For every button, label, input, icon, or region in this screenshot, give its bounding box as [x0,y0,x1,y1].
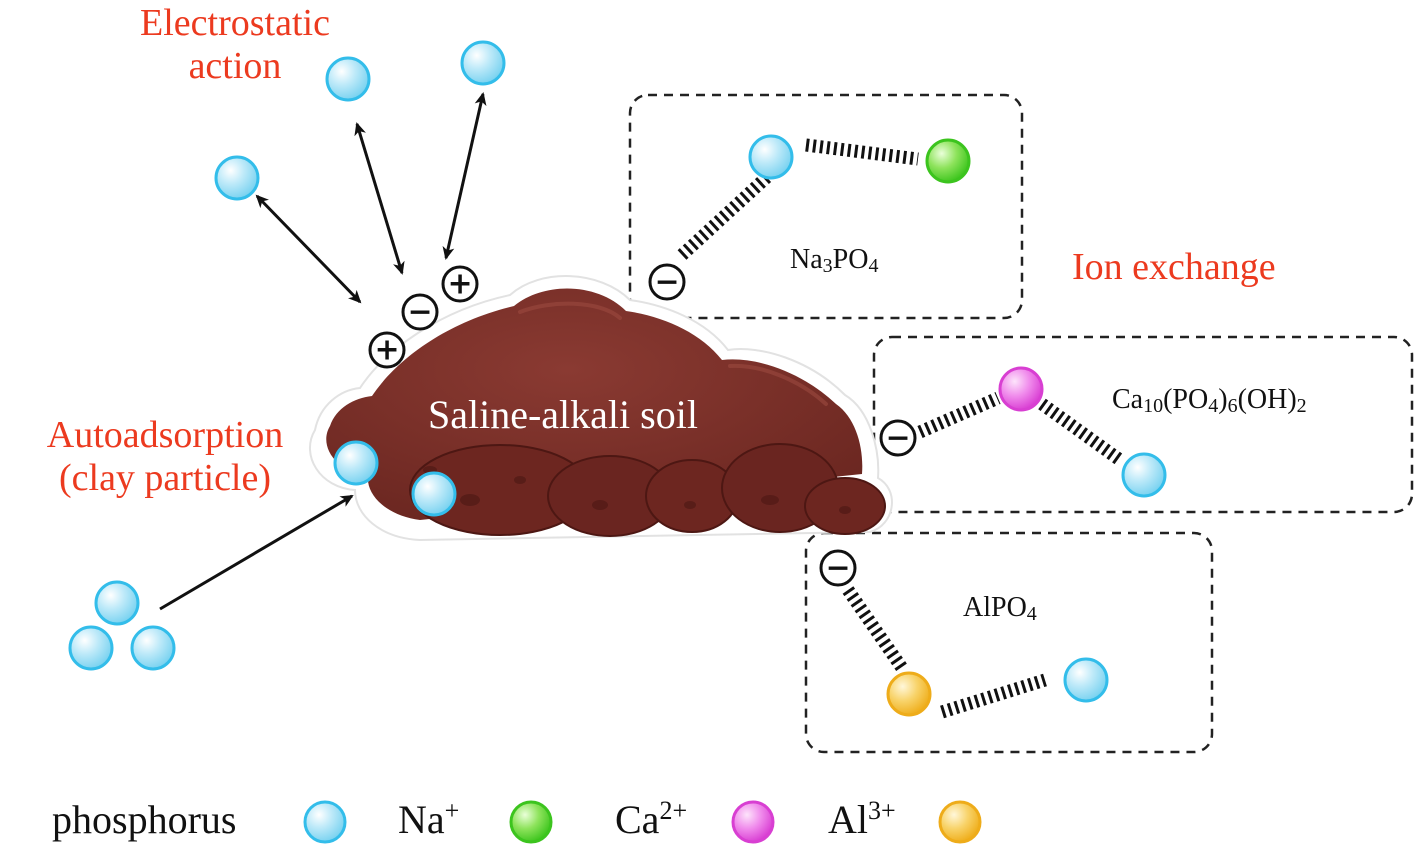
legend-al-swatch [938,800,982,844]
alpo4-part-0: AlPO [963,592,1027,623]
hydroxyapatite-part-4: ) [1218,384,1228,415]
bond-hydroxyapatite-b [1038,398,1124,466]
legend-al-text: Al [828,797,868,842]
phosphorus-ion-adsorbed-2 [411,471,457,517]
charge-minus-na3po4: − [648,263,686,301]
bond-alpo4-a [842,586,908,672]
legend-al-label: Al3+ [828,796,896,843]
ca-ion-hydroxyapatite [998,366,1044,412]
phosphorus-ion-free-1 [94,580,140,626]
arrow-electrostatic-1 [255,194,362,304]
phosphorus-ion-electrostatic-1 [214,155,260,201]
charge-plus-top: + [441,265,479,303]
phosphorus-ion-adsorbed-1 [333,440,379,486]
arrow-autoadsorption [159,494,354,611]
charge-minus-hydroxyapatite: − [879,419,917,457]
hydroxyapatite-part-3: 4 [1208,395,1219,417]
hydroxyapatite-part-1: 10 [1143,395,1164,417]
bond-na3po4-a [677,171,773,260]
legend-na-text: Na [398,797,445,842]
charge-minus-top: − [401,293,439,331]
soil-label: Saline-alkali soil [428,392,698,437]
charge-minus-na3po4-glyph: − [654,265,679,300]
na3po4-part-2: PO [832,244,869,275]
hydroxyapatite-part-5: 6 [1227,395,1238,417]
phosphorus-ion-hydroxyapatite [1121,452,1167,498]
na3po4-part-3: 4 [868,255,879,277]
hydroxyapatite-part-7: 2 [1296,395,1307,417]
legend-phosphorus-text: phosphorus [52,797,237,842]
charge-plus-top-glyph: + [447,267,472,302]
charge-minus-alpo4-glyph: − [825,551,850,586]
na-ion-na3po4 [925,138,971,184]
alpo4-part-1: 4 [1026,603,1037,625]
box-alpo4 [804,531,1214,754]
legend-ca-sup: 2+ [659,796,688,825]
formula-hydroxyapatite: Ca10(PO4)6(OH)2 [1112,384,1307,416]
arrow-electrostatic-3 [442,92,487,260]
legend-ca-label: Ca2+ [615,796,687,843]
charge-plus-left-glyph: + [374,333,399,368]
na3po4-part-1: 3 [822,255,833,277]
box-na3po4 [628,93,1024,320]
hydroxyapatite-part-0: Ca [1112,384,1144,415]
box-hydroxyapatite [872,335,1414,514]
legend-na-swatch [509,800,553,844]
bond-na3po4-b [805,138,919,166]
charge-plus-left: + [368,331,406,369]
legend-phosphorus-swatch [303,800,347,844]
legend-ca-swatch [731,800,775,844]
saline-alkali-soil [309,275,893,542]
legend-na-label: Na+ [398,796,459,843]
legend-phosphorus-label: phosphorus [52,796,236,843]
electrostatic-action-line-2: action [188,44,282,87]
autoadsorption-line-2: (clay particle) [58,456,272,499]
phosphorus-ion-na3po4 [748,134,794,180]
autoadsorption-label: Autoadsorption (clay particle) [0,414,330,499]
phosphorus-ion-electrostatic-2 [325,56,371,102]
electrostatic-action-line-1: Electrostatic [140,2,330,44]
legend-na-sup: + [444,796,460,825]
arrow-electrostatic-2 [354,122,405,275]
autoadsorption-line-1: Autoadsorption [46,414,284,456]
charge-minus-hydroxyapatite-glyph: − [885,421,910,456]
legend-al-sup: 3+ [868,796,896,825]
phosphorus-ion-electrostatic-3 [460,40,506,86]
hydroxyapatite-part-2: (PO [1163,384,1209,415]
charge-minus-top-glyph: − [407,295,432,330]
formula-na3po4: Na3PO4 [790,244,878,276]
phosphorus-ion-free-3 [130,625,176,671]
electrostatic-action-label: Electrostatic action [100,2,370,87]
al-ion-alpo4 [886,671,932,717]
charge-minus-alpo4: − [819,549,857,587]
formula-alpo4: AlPO4 [963,592,1037,624]
ion-exchange-label: Ion exchange [1072,246,1276,288]
legend-ca-text: Ca [615,797,660,842]
na3po4-part-0: Na [790,244,823,275]
phosphorus-ion-free-2 [68,625,114,671]
phosphorus-ion-alpo4 [1063,657,1109,703]
hydroxyapatite-part-6: (OH) [1237,384,1297,415]
bond-hydroxyapatite-a [917,392,1001,438]
bond-alpo4-b [940,673,1047,719]
